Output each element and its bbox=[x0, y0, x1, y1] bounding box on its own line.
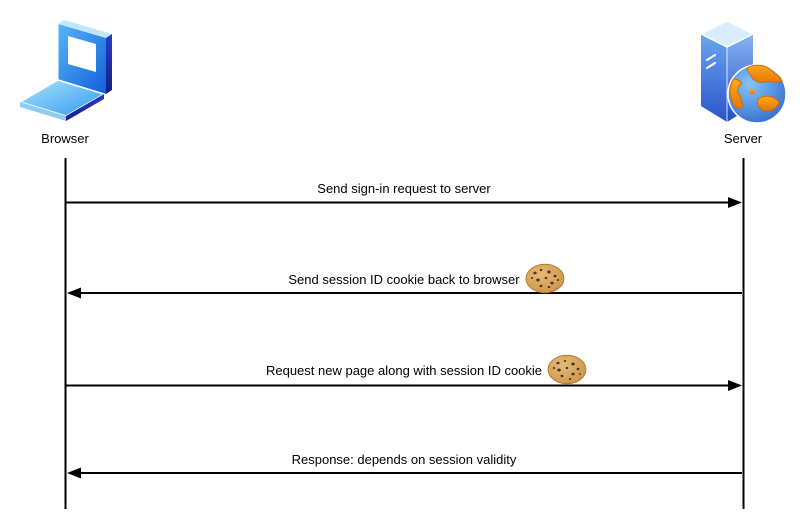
arrowhead-right-icon bbox=[728, 380, 742, 391]
message-arrow-3 bbox=[66, 380, 742, 391]
actor-label-browser: Browser bbox=[15, 131, 115, 146]
message-text: Request new page along with session ID c… bbox=[265, 363, 543, 378]
message-text: Send session ID cookie back to browser bbox=[288, 272, 520, 287]
actor-label-text: Server bbox=[723, 131, 763, 146]
arrowhead-right-icon bbox=[728, 197, 742, 208]
globe-icon bbox=[727, 64, 787, 124]
cookie-icon bbox=[525, 263, 565, 294]
message-label-3: Request new page along with session ID c… bbox=[65, 354, 743, 385]
message-arrow-1 bbox=[66, 197, 742, 208]
laptop-icon bbox=[19, 20, 112, 121]
arrowhead-left-icon bbox=[67, 287, 81, 299]
arrowhead-left-icon bbox=[67, 467, 81, 479]
message-arrow-4 bbox=[67, 467, 742, 479]
server-vent-icon bbox=[705, 53, 717, 70]
message-arrow-2 bbox=[67, 287, 742, 299]
cookie-icon bbox=[547, 354, 587, 385]
message-label-2: Send session ID cookie back to browser bbox=[65, 263, 743, 294]
server-globe-icon bbox=[700, 20, 787, 124]
actor-label-server: Server bbox=[693, 131, 793, 146]
message-text: Send sign-in request to server bbox=[317, 181, 491, 196]
laptop-screen bbox=[68, 36, 96, 72]
message-label-1: Send sign-in request to server bbox=[65, 181, 743, 196]
message-label-4: Response: depends on session validity bbox=[65, 452, 743, 467]
actor-label-text: Browser bbox=[41, 131, 89, 146]
message-text: Response: depends on session validity bbox=[291, 452, 517, 467]
